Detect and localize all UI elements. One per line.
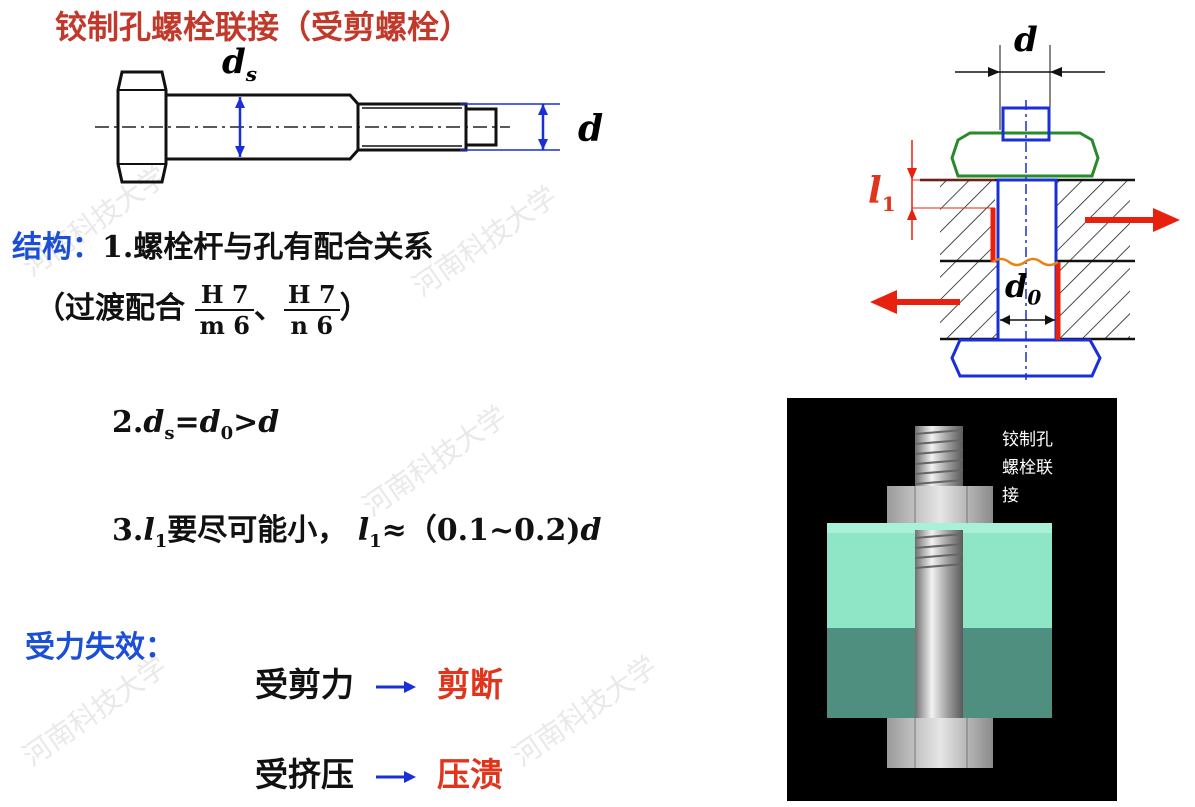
- bolt-drawing: [95, 70, 560, 184]
- watermark: 河南科技大学: [506, 649, 664, 773]
- page-title: 铰制孔螺栓联接（受剪螺栓）: [55, 8, 472, 46]
- structure-item1: 1.螺栓杆与孔有配合关系: [102, 230, 434, 265]
- structure-item2: 2.ds=d0>d: [112, 405, 280, 444]
- failure-row-shear: 受剪力 剪断: [255, 665, 503, 704]
- structure-item1-row: 结构：1.螺栓杆与孔有配合关系: [12, 222, 433, 266]
- section-dimension-d0: d0: [1005, 267, 1042, 310]
- arrow-right-icon: [375, 681, 416, 693]
- section-dimension-d: d: [1014, 20, 1038, 60]
- arrow-right-icon: [375, 771, 416, 783]
- failure-row-crush: 受挤压 压溃: [255, 755, 503, 794]
- failure-heading: 受力失效：: [25, 630, 175, 665]
- bolt-photo: 铰制孔 螺栓联 接: [787, 398, 1117, 801]
- section-dimension-l1: l1: [868, 170, 896, 217]
- photo-caption: 铰制孔 螺栓联 接: [1002, 430, 1053, 506]
- bolt-render-image: [827, 426, 1052, 768]
- structure-heading: 结构：: [12, 230, 102, 265]
- structure-item3: 3.l1要尽可能小， l1≈（0.1~0.2)d: [112, 513, 602, 552]
- dimension-ds: ds: [222, 42, 258, 86]
- section-drawing: [870, 45, 1180, 380]
- dimension-d: d: [578, 108, 604, 150]
